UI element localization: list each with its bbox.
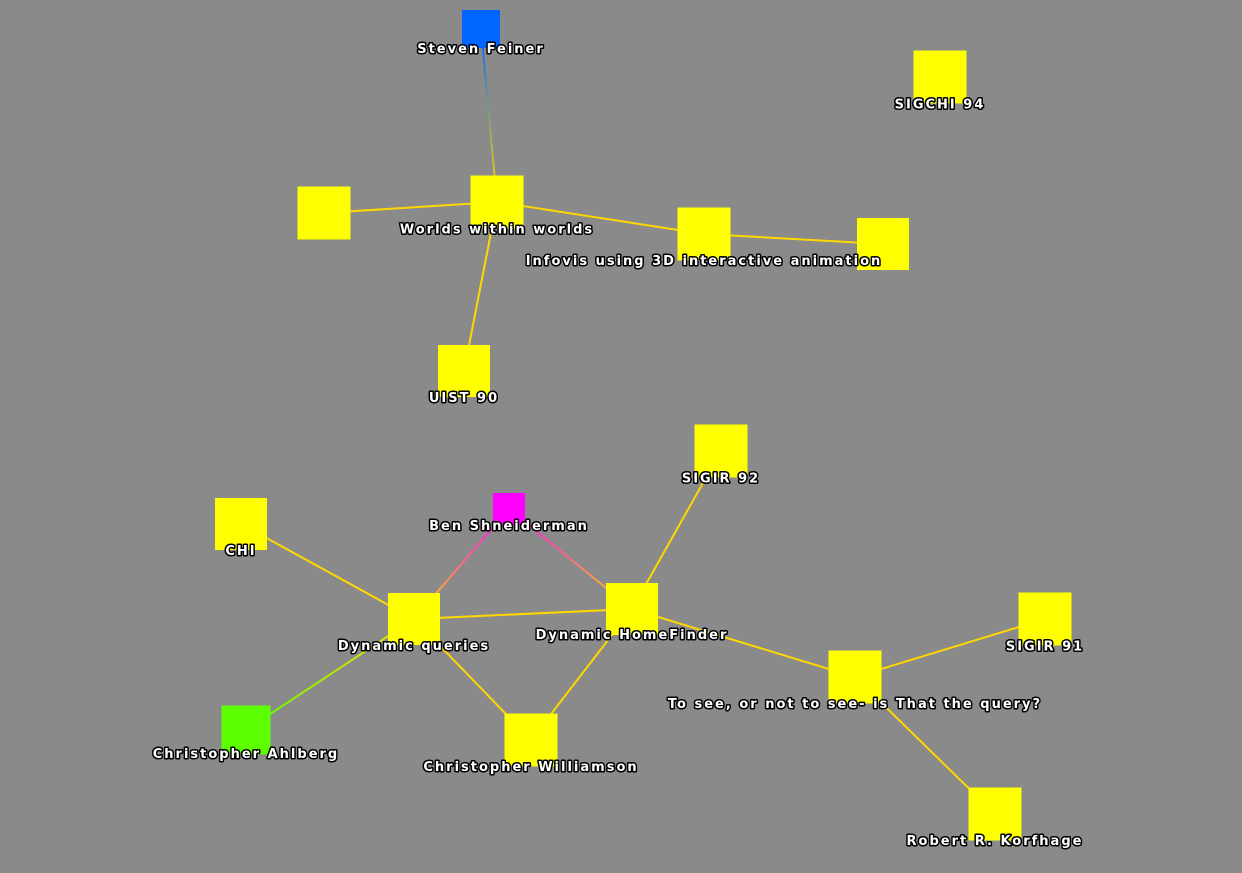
edge-dhf-tosee [631,608,856,678]
node-tosee[interactable] [828,650,882,704]
node-chi[interactable] [215,498,267,550]
node-label-korfhage: Robert R. Korfhage [907,834,1084,849]
edge-worlds-infovis [496,201,705,235]
node-dhf[interactable] [606,583,658,635]
node-label-ahlberg: Christopher Ahlberg [153,747,339,762]
edge-chi-dq [240,523,415,620]
node-label-ben: Ben Shneiderman [429,519,589,534]
edge-unnamed1-worlds [323,201,498,214]
node-label-dhf: Dynamic HomeFinder [536,628,729,643]
node-sigir92[interactable] [694,424,748,478]
node-unnamed2[interactable] [857,218,909,270]
node-label-steven: Steven Feiner [417,42,545,57]
node-uist90[interactable] [438,345,490,397]
edge-dq-dhf [413,608,633,620]
nodes-layer [215,10,1072,841]
node-worlds[interactable] [470,175,524,229]
node-infovis[interactable] [677,207,731,261]
edge-worlds-uist90 [463,201,498,372]
node-unnamed1[interactable] [297,186,351,240]
edge-steven-worlds [480,28,498,203]
node-label-uist90: UIST 90 [429,391,499,406]
node-sigchi94[interactable] [913,50,967,104]
edge-infovis-unnamed2 [703,233,884,245]
node-label-tosee: To see, or not to see- is That the query… [668,697,1042,712]
node-label-sigir91: SIGIR 91 [1006,640,1084,655]
node-label-williamson: Christopher Williamson [423,760,638,775]
node-ahlberg[interactable] [221,705,271,755]
node-sigir91[interactable] [1018,592,1072,646]
node-dq[interactable] [388,593,440,645]
node-label-worlds: Worlds within worlds [400,223,594,238]
node-label-sigir92: SIGIR 92 [682,472,760,487]
node-label-sigchi94: SIGCHI 94 [895,98,986,113]
node-steven[interactable] [462,10,500,48]
edge-tosee-sigir91 [854,618,1046,678]
edge-dq-ahlberg [245,618,415,731]
node-ben[interactable] [493,493,525,525]
node-label-infovis: Infovis using 3D interactive animation [526,254,883,269]
node-korfhage[interactable] [968,787,1022,841]
node-williamson[interactable] [504,713,558,767]
node-label-dq: Dynamic queries [338,639,490,654]
node-label-chi: CHI [225,544,256,559]
